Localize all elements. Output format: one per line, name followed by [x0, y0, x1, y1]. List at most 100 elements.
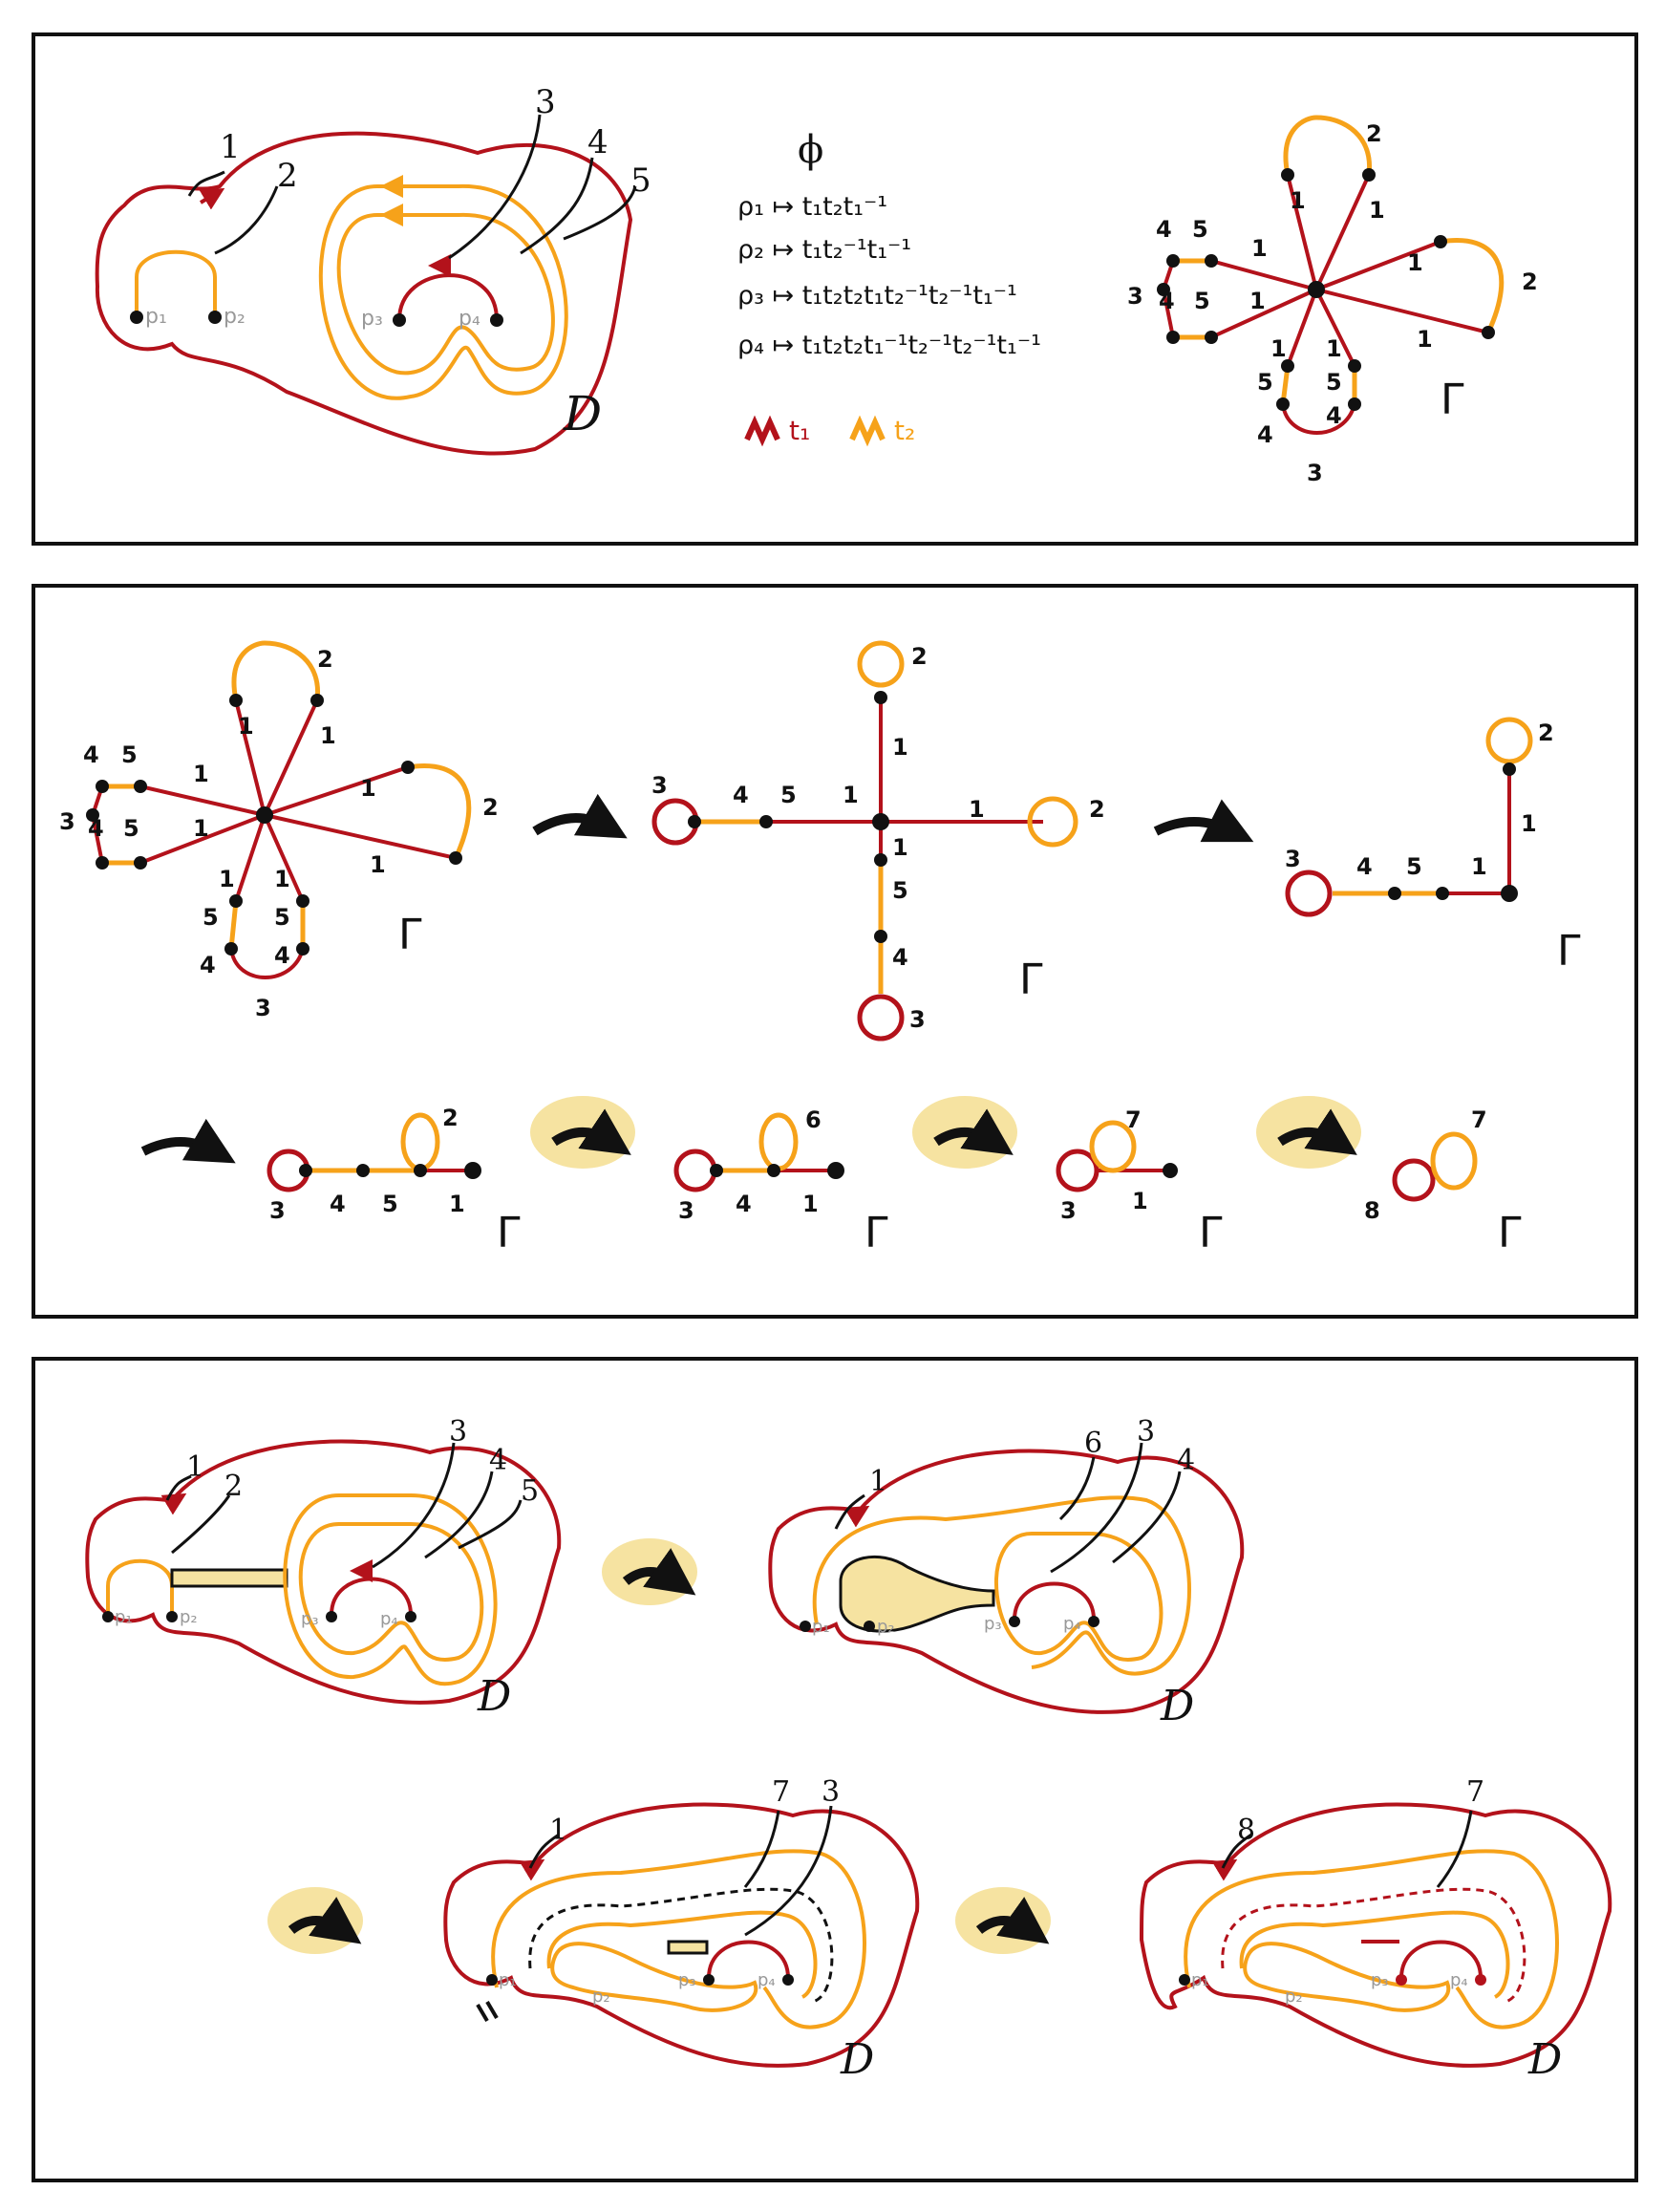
svg-text:p₄: p₄: [1450, 1970, 1468, 1990]
svg-text:4: 4: [1156, 216, 1172, 243]
panel2-graph-3: 2 1 3 4 5 1 Γ: [1285, 717, 1581, 976]
svg-text:1: 1: [449, 1191, 465, 1217]
svg-text:p₁: p₁: [115, 1607, 133, 1627]
orange-loop-outer: [318, 183, 568, 400]
svg-text:3: 3: [822, 1775, 840, 1809]
svg-text:3: 3: [59, 808, 75, 835]
svg-text:p₁: p₁: [1191, 1970, 1209, 1990]
svg-text:4: 4: [489, 1444, 507, 1477]
puncture-label-p1: p₁: [145, 305, 167, 329]
svg-text:p₂: p₂: [180, 1607, 198, 1627]
svg-text:1: 1: [549, 1814, 567, 1847]
svg-text:2: 2: [482, 794, 499, 821]
phi-symbol: ϕ: [798, 128, 823, 172]
arc-p1-p2: [135, 249, 217, 315]
svg-text:8: 8: [1237, 1814, 1255, 1847]
svg-text:4: 4: [1159, 288, 1175, 314]
svg-text:5: 5: [1406, 853, 1422, 880]
svg-text:Γ: Γ: [497, 1209, 521, 1257]
svg-text:3: 3: [1307, 460, 1323, 486]
svg-text:1: 1: [1132, 1188, 1148, 1214]
svg-text:p₄: p₄: [1063, 1614, 1081, 1634]
svg-text:1: 1: [969, 796, 985, 823]
svg-text:Γ: Γ: [1557, 927, 1581, 976]
svg-text:1: 1: [274, 866, 290, 892]
svg-text:4: 4: [892, 944, 908, 971]
svg-text:2: 2: [1366, 120, 1382, 147]
svg-text:4: 4: [1356, 853, 1373, 880]
svg-text:5: 5: [1326, 369, 1342, 396]
svg-text:p₃: p₃: [1371, 1970, 1389, 1990]
svg-text:3: 3: [1137, 1415, 1155, 1449]
svg-text:p₃: p₃: [301, 1609, 319, 1629]
puncture-p2: [208, 311, 222, 324]
step-arrow-2: [1153, 799, 1254, 843]
svg-text:7: 7: [772, 1775, 790, 1809]
svg-text:D: D: [1527, 2035, 1562, 2084]
svg-text:Γ: Γ: [865, 1209, 888, 1257]
svg-text:Γ: Γ: [1019, 956, 1043, 1004]
orange-loop-inner: [336, 212, 555, 376]
svg-text:1: 1: [843, 782, 859, 808]
svg-text:5: 5: [203, 904, 219, 931]
svg-text:3: 3: [1285, 846, 1301, 872]
svg-text:3: 3: [255, 995, 271, 1021]
panel3-disk-2: p₁ p₂ p₃ p₄ 1 6 3 4 D: [768, 1415, 1245, 1730]
svg-text:4: 4: [733, 782, 749, 808]
arc-label-4: 4: [587, 123, 608, 161]
svg-text:1: 1: [1417, 326, 1433, 353]
puncture-label-p4: p₄: [459, 307, 480, 331]
svg-text:5: 5: [521, 1474, 539, 1508]
svg-text:p₂: p₂: [1285, 1987, 1303, 2007]
legend-swatch-red: [744, 415, 780, 447]
svg-text:1: 1: [238, 713, 254, 740]
svg-text:4: 4: [1177, 1444, 1195, 1477]
svg-text:2: 2: [911, 643, 928, 670]
svg-text:5: 5: [274, 904, 290, 931]
svg-text:1: 1: [1521, 810, 1537, 837]
map-line-4: ρ₄ ↦ t₁t₂t₂t₁⁻¹t₂⁻¹t₂⁻¹t₁⁻¹: [737, 331, 1041, 360]
svg-text:8: 8: [1364, 1197, 1380, 1224]
panel3-disk-3: p₁ p₂ p₃ p₄ 1 7 3 D: [443, 1775, 920, 2084]
svg-text:p₄: p₄: [758, 1970, 776, 1990]
panel3-disk-4: p₁ p₂ p₃ p₄ 8 7 D: [1139, 1775, 1612, 2084]
svg-text:D: D: [1160, 1682, 1194, 1730]
svg-text:4: 4: [88, 815, 104, 842]
panel2-graph-1: 2 1 1 1 2 1 4 5 1 3 4 5 1 1 1 5 5 4 4 3 …: [59, 640, 499, 1021]
svg-text:1: 1: [892, 734, 908, 761]
svg-text:2: 2: [442, 1105, 459, 1131]
svg-text:5: 5: [780, 782, 797, 808]
svg-text:2: 2: [1089, 796, 1105, 823]
svg-text:5: 5: [892, 877, 908, 904]
svg-text:1: 1: [370, 851, 386, 878]
panel-frame-1: [32, 32, 1638, 546]
svg-text:7: 7: [1471, 1106, 1487, 1133]
svg-text:2: 2: [1522, 268, 1538, 295]
svg-text:4: 4: [274, 942, 290, 969]
svg-text:1: 1: [193, 815, 209, 842]
svg-text:D: D: [477, 1672, 511, 1721]
svg-text:5: 5: [1257, 369, 1273, 396]
map-line-2: ρ₂ ↦ t₁t₂⁻¹t₁⁻¹: [737, 235, 911, 265]
svg-text:5: 5: [1194, 288, 1210, 314]
step-arrow-1: [532, 793, 628, 839]
panel2-graph-4: 2 3 4 5 1 Γ: [267, 1105, 521, 1257]
arc-p3-p4: [397, 273, 499, 321]
svg-text:4: 4: [200, 952, 216, 978]
phi-map-formulas: ϕ ρ₁ ↦ t₁t₂t₁⁻¹ ρ₂ ↦ t₁t₂⁻¹t₁⁻¹ ρ₃ ↦ t₁t…: [737, 128, 1041, 360]
puncture-label-p2: p₂: [224, 305, 245, 329]
panel1-disk-diagram: p₁ p₂ p₃ p₄ 1 2 3 4 5 D: [95, 83, 651, 456]
svg-text:3: 3: [909, 1006, 926, 1033]
svg-text:p₃: p₃: [984, 1614, 1002, 1634]
arc-label-5: 5: [630, 161, 651, 200]
map-line-3: ρ₃ ↦ t₁t₂t₂t₁t₂⁻¹t₂⁻¹t₁⁻¹: [737, 281, 1017, 311]
panel2-graph-6: 7 3 1 Γ: [1056, 1106, 1223, 1257]
svg-text:4: 4: [330, 1191, 346, 1217]
svg-text:p₂: p₂: [877, 1617, 895, 1637]
puncture-label-p3: p₃: [361, 307, 383, 331]
svg-text:4: 4: [736, 1191, 752, 1217]
color-legend: t₁ t₂: [744, 415, 915, 447]
svg-text:1: 1: [1290, 187, 1306, 214]
graph-number-labels: 2 1 1 1 2 1 4 5 1 3 4 5 1 1 1 5 5 4 4 3: [1127, 120, 1538, 486]
svg-text:1: 1: [1407, 249, 1423, 276]
